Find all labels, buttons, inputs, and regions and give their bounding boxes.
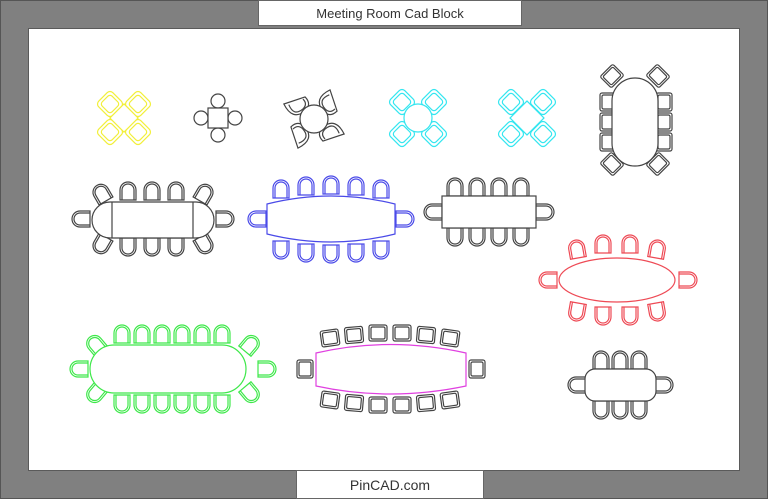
block-boat-14-seat — [296, 324, 486, 414]
title-box: Meeting Room Cad Block — [258, 0, 522, 26]
block-rectangle-10-seat — [423, 177, 555, 247]
block-vertical-oval-10-seat — [599, 63, 673, 177]
footer-box: PinCAD.com — [296, 470, 484, 499]
block-cyan-round-4-seat — [387, 87, 449, 149]
block-racetrack-18-seat — [69, 324, 277, 414]
brand-label: PinCAD.com — [349, 476, 431, 493]
block-rounded-8-seat — [567, 350, 674, 420]
page-title: Meeting Room Cad Block — [316, 5, 464, 21]
block-boat-12-seat — [247, 175, 415, 264]
block-racetrack-12-seat — [71, 180, 235, 258]
block-yellow-4-seat — [95, 89, 153, 147]
block-cyan-diamond-4-seat — [496, 87, 558, 149]
block-round-4-seat — [282, 88, 346, 150]
block-ellipse-10-seat — [538, 234, 698, 326]
block-square-4-seat — [193, 93, 243, 143]
